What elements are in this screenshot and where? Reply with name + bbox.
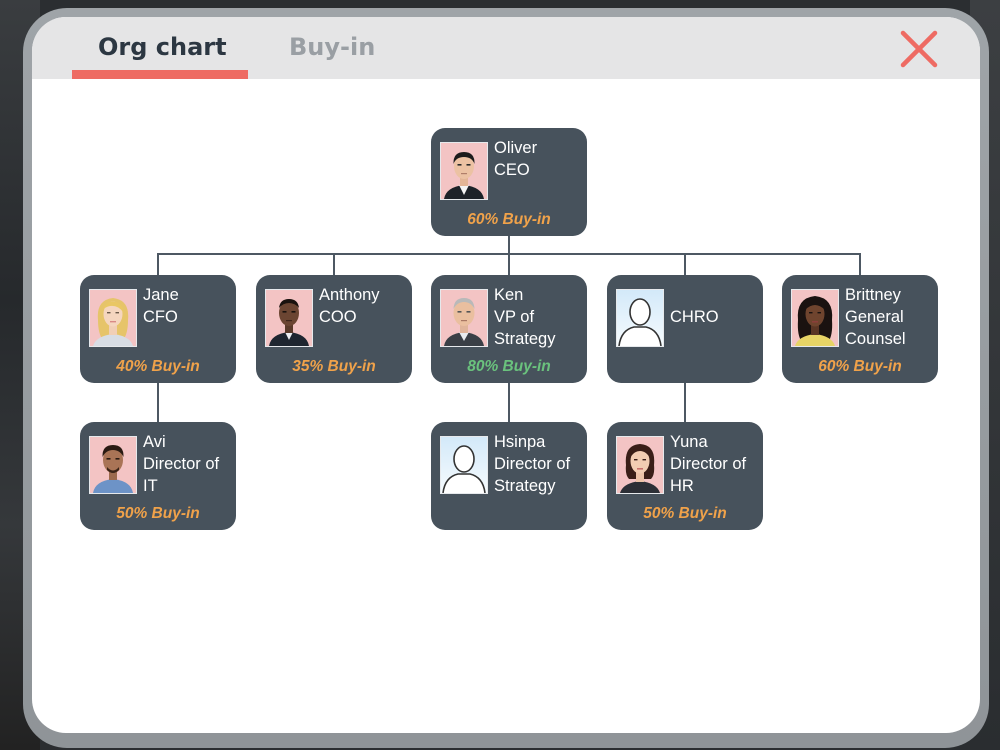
org-card-hsinpa[interactable]: Hsinpa Director of Strategy: [431, 422, 587, 530]
buy-in-label: 35% Buy-in: [292, 358, 376, 375]
buy-in-label: 80% Buy-in: [467, 358, 551, 375]
org-chart-dialog: Org chart Buy-in: [32, 17, 980, 733]
person-title: Director of: [494, 455, 571, 473]
person-name: Oliver: [494, 139, 538, 157]
grey-haired-man-portrait-icon: [440, 289, 488, 347]
person-name: Brittney: [845, 286, 901, 304]
man-suit-portrait-icon: [440, 142, 488, 200]
person-title: CEO: [494, 161, 530, 179]
buy-in-label: 50% Buy-in: [116, 505, 200, 522]
person-silhouette-icon: [616, 289, 664, 347]
tab-bar: Org chart Buy-in: [32, 17, 980, 79]
person-name: Avi: [143, 433, 166, 451]
woman-portrait-icon: [791, 289, 839, 347]
buy-in-label: 40% Buy-in: [116, 358, 200, 375]
person-title: Director of: [670, 455, 747, 473]
connector-line: [859, 253, 861, 276]
person-title: IT: [143, 477, 158, 495]
person-name: Yuna: [670, 433, 708, 451]
person-title: COO: [319, 308, 357, 326]
connector-line: [508, 382, 510, 423]
buy-in-label: 60% Buy-in: [818, 358, 902, 375]
person-title: VP of: [494, 308, 535, 326]
connector-line: [508, 253, 510, 276]
tab-buy-in[interactable]: Buy-in: [289, 33, 376, 61]
connector-line: [157, 253, 159, 276]
org-card-anthony[interactable]: Anthony COO 35% Buy-in: [256, 275, 412, 383]
person-name: Jane: [143, 286, 179, 304]
person-title: General: [845, 308, 904, 326]
connector-line: [508, 235, 510, 254]
blonde-woman-portrait-icon: [89, 289, 137, 347]
connector-line: [333, 253, 335, 276]
active-tab-indicator: [72, 70, 248, 79]
org-card-yuna[interactable]: Yuna Director of HR 50% Buy-in: [607, 422, 763, 530]
connector-line: [684, 382, 686, 423]
org-card-brittney[interactable]: Brittney General Counsel 60% Buy-in: [782, 275, 938, 383]
close-button[interactable]: [898, 28, 940, 70]
person-name: Ken: [494, 286, 524, 304]
close-icon: [900, 30, 938, 68]
person-title: Strategy: [494, 330, 556, 348]
man-portrait-icon: [89, 436, 137, 494]
person-name: Anthony: [319, 286, 380, 304]
person-title: Director of: [143, 455, 220, 473]
person-title: CFO: [143, 308, 178, 326]
person-title: Strategy: [494, 477, 556, 495]
woman-portrait-icon: [616, 436, 664, 494]
tab-org-chart[interactable]: Org chart: [98, 33, 227, 61]
connector-line: [684, 253, 686, 276]
person-name: CHRO: [670, 308, 719, 326]
person-title: Counsel: [845, 330, 906, 348]
buy-in-label: 60% Buy-in: [467, 211, 551, 228]
buy-in-label: 50% Buy-in: [643, 505, 727, 522]
person-silhouette-icon: [440, 436, 488, 494]
org-card-jane[interactable]: Jane CFO 40% Buy-in: [80, 275, 236, 383]
org-card-avi[interactable]: Avi Director of IT 50% Buy-in: [80, 422, 236, 530]
connector-line: [157, 382, 159, 423]
person-title: HR: [670, 477, 694, 495]
org-card-ken[interactable]: Ken VP of Strategy 80% Buy-in: [431, 275, 587, 383]
man-suit-portrait-icon: [265, 289, 313, 347]
org-card-oliver[interactable]: Oliver CEO 60% Buy-in: [431, 128, 587, 236]
person-name: Hsinpa: [494, 433, 546, 451]
org-card-chro[interactable]: CHRO: [607, 275, 763, 383]
